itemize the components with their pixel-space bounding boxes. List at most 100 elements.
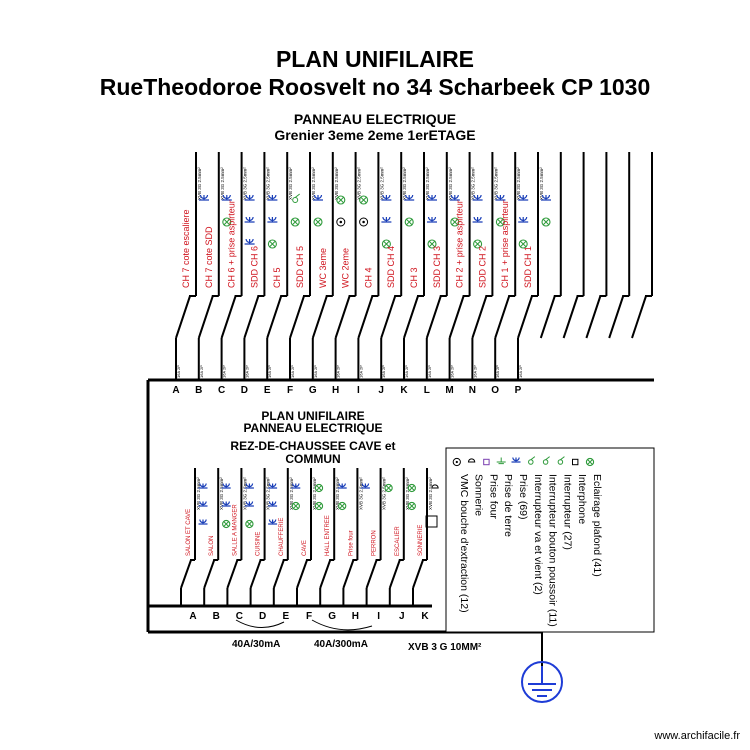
lower-symbol-lamp-icon-cross — [246, 521, 253, 527]
upper-breaker-rating: 16A 2P — [267, 365, 272, 378]
legend-earth-icon-shape — [496, 457, 506, 465]
upper-symbol-lamp-icon — [404, 217, 414, 227]
upper-symbol-socket-icon — [404, 194, 415, 201]
lower-circuit-letter: A — [189, 611, 196, 622]
upper-symbol-lamp-icon-cross — [360, 196, 367, 204]
upper-breaker — [608, 295, 625, 339]
upper-circuit-label: CH 1 + prise aspirteur — [500, 200, 510, 288]
lower-symbol-lamp-icon-shape — [314, 483, 324, 493]
upper-symbol-socket-icon — [313, 194, 323, 201]
lower-symbol-lamp-icon — [407, 483, 416, 493]
upper-symbol-socket-icon — [518, 194, 529, 201]
upper-breaker-rating: 16A 2P — [450, 365, 455, 378]
lower-breaker — [365, 559, 378, 589]
legend: Eclairage plafond (41)InterphoneInterrup… — [445, 447, 655, 633]
lower-symbol-lamp-icon-cross — [223, 521, 230, 527]
upper-panel-heading: PANNEAU ELECTRIQUE — [293, 111, 457, 127]
upper-symbol-lamp-icon-cross — [497, 218, 504, 226]
lower-symbol-socket-icon-shape — [360, 483, 370, 489]
upper-symbol-socket-icon-shape — [381, 216, 392, 223]
lower-circuit-label: CHAUFFERIE — [279, 518, 285, 556]
footer-credit: www.archifacile.fr — [654, 730, 740, 742]
upper-symbol-socket-icon — [472, 216, 483, 223]
legend-item-label: Interrupteur (27) — [561, 474, 573, 550]
lower-circuit-letter: J — [399, 611, 405, 622]
upper-breaker — [494, 295, 511, 339]
upper-cable-spec: XVB 3G 2.5mm² — [288, 167, 293, 200]
upper-breaker — [175, 295, 191, 339]
lower-breaker — [180, 559, 192, 589]
upper-symbol-vmc-icon-shape — [336, 217, 346, 227]
lower-circuit-label: Prise four — [348, 530, 354, 556]
upper-symbol-socket-icon-shape — [518, 194, 529, 201]
upper-breaker-rating: 16A 2P — [313, 365, 318, 378]
upper-breaker-rating: 16A 2P — [495, 365, 500, 378]
legend-switch-icon-lever — [560, 456, 565, 461]
upper-breaker — [357, 295, 374, 339]
lower-symbol-socket-icon — [244, 501, 254, 507]
lower-symbol-lamp-icon-cross — [316, 485, 322, 491]
legend-earth-icon — [496, 457, 506, 465]
lower-symbol-lamp-icon — [245, 519, 254, 529]
upper-symbol-switch-icon-shape — [292, 197, 299, 203]
upper-cable-spec: XVB 3G 2.5mm² — [220, 167, 225, 200]
upper-circuit-label: SDD CH 5 — [295, 246, 305, 288]
upper-breaker-rating: 16A 2P — [290, 365, 295, 378]
upper-circuit-letter: I — [357, 385, 360, 396]
lower-breaker — [226, 559, 239, 589]
upper-circuit-label: CH 3 — [409, 267, 419, 288]
upper-breaker-rating: 16A 2P — [381, 365, 386, 378]
upper-symbol-lamp-icon — [359, 195, 369, 205]
lower-breaker — [296, 559, 308, 589]
upper-symbol-socket-icon — [267, 194, 278, 201]
upper-symbol-socket-icon-shape — [244, 216, 255, 223]
upper-symbol-lamp-icon — [313, 217, 323, 227]
upper-symbol-socket-icon — [449, 194, 460, 201]
upper-circuit-spare-16 — [539, 152, 562, 339]
upper-circuit-label: CH 7 cote SDD — [204, 226, 214, 288]
lower-symbol-lamp-icon — [384, 483, 393, 493]
upper-symbol-vmc-icon-shape — [359, 217, 369, 227]
upper-symbol-lamp-icon-shape — [267, 239, 277, 249]
lower-panel-heading-3: REZ-DE-CHAUSSEE CAVE et — [230, 439, 396, 453]
lower-breaker — [388, 559, 401, 589]
lower-symbol-socket-icon-shape — [291, 483, 301, 489]
lower-symbol-lamp-icon — [314, 483, 324, 493]
lower-symbol-lamp-icon-shape — [245, 519, 254, 529]
upper-breaker — [471, 295, 488, 339]
upper-symbol-socket-icon — [221, 194, 232, 201]
upper-symbol-socket-icon — [427, 216, 437, 223]
upper-circuit-label: CH 5 — [272, 267, 282, 288]
lower-panel-heading-4: COMMUN — [285, 452, 341, 466]
upper-symbol-socket-icon-shape — [267, 216, 278, 223]
legend-item-label: Sonnerie — [473, 474, 485, 516]
upper-symbol-lamp-icon-shape — [290, 217, 300, 227]
upper-symbol-vmc-icon-dot — [339, 220, 343, 224]
upper-symbol-lamp-icon-shape — [427, 239, 437, 249]
lower-symbol-socket-icon-shape — [244, 483, 254, 489]
upper-symbol-lamp-icon-shape — [404, 217, 414, 227]
legend-oven-icon — [483, 458, 490, 466]
upper-circuit-label: CH 6 + prise aspirteur — [227, 200, 237, 288]
upper-circuit-label: CH 2 + prise aspirteur — [455, 200, 465, 288]
lower-symbol-socket-icon-shape — [198, 483, 208, 489]
upper-breaker — [197, 295, 214, 339]
upper-symbol-lamp-icon-shape — [450, 217, 460, 227]
upper-symbol-lamp-icon-cross — [520, 240, 527, 248]
legend-vmc-icon-dot — [455, 460, 458, 464]
lower-cable-spec: XVB 3G 2.5mm² — [219, 477, 224, 510]
upper-breaker — [448, 295, 465, 339]
upper-cable-spec: XVB 3G 2.5mm² — [516, 167, 521, 200]
upper-symbol-lamp-icon-shape — [495, 217, 505, 227]
upper-circuit-label: WC 3eme — [318, 248, 328, 288]
